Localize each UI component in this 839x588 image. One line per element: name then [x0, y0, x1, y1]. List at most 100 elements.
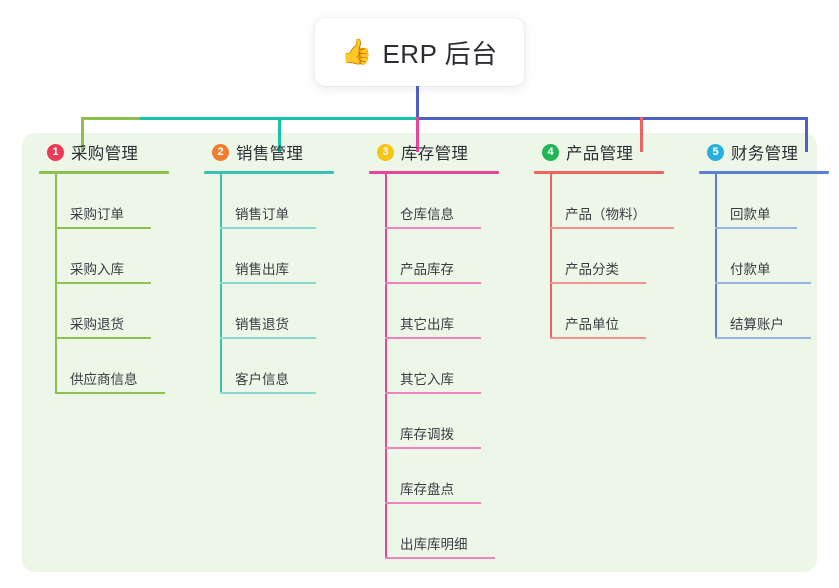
leaf-label: 采购入库 — [70, 262, 124, 277]
list-item[interactable]: 出库库明细 — [385, 504, 520, 559]
list-item[interactable]: 销售订单 — [220, 174, 345, 229]
root-node-title: ERP 后台 — [382, 38, 498, 69]
list-item[interactable]: 客户信息 — [220, 339, 345, 394]
column-rule-1 — [39, 171, 169, 174]
leaf-label: 出库库明细 — [400, 537, 468, 552]
list-item[interactable]: 供应商信息 — [55, 339, 180, 394]
list-item[interactable]: 销售退货 — [220, 284, 345, 339]
list-item[interactable]: 其它入库 — [385, 339, 520, 394]
leaf-label: 库存调拨 — [400, 427, 454, 442]
connector-drop-col-2 — [278, 117, 281, 152]
leaf-underline — [55, 282, 151, 284]
list-item[interactable]: 产品库存 — [385, 229, 520, 284]
column-badge-5: 5 — [707, 143, 724, 161]
thumbs-up-icon: 👍 — [341, 37, 373, 66]
column-badge-3: 3 — [377, 143, 394, 161]
leaf-underline — [385, 392, 481, 394]
leaf-spine — [385, 229, 387, 284]
list-item[interactable]: 库存调拨 — [385, 394, 520, 449]
leaf-underline — [385, 447, 481, 449]
leaf-label: 销售出库 — [235, 262, 289, 277]
column-title-2: 销售管理 — [236, 145, 304, 163]
column-header-purchasing[interactable]: 1 采购管理 — [30, 133, 180, 171]
connector-bus-segment-blue — [416, 117, 808, 120]
leaf-spine — [220, 284, 222, 339]
connector-drop-col-3 — [416, 117, 419, 152]
leaf-spine — [385, 174, 387, 229]
leaf-underline — [220, 337, 316, 339]
leaf-underline — [385, 227, 481, 229]
column-header-inventory[interactable]: 3 库存管理 — [360, 133, 520, 171]
leaf-spine — [550, 229, 552, 284]
leaf-label: 销售订单 — [235, 207, 289, 222]
leaf-spine — [385, 284, 387, 339]
column-header-finance[interactable]: 5 财务管理 — [690, 133, 839, 171]
leaf-spine — [715, 284, 717, 339]
list-item[interactable]: 库存盘点 — [385, 449, 520, 504]
leaf-underline — [385, 502, 481, 504]
leaf-label: 供应商信息 — [70, 372, 138, 387]
connector-root-stem — [416, 86, 419, 119]
list-item[interactable]: 采购订单 — [55, 174, 180, 229]
leaf-spine — [550, 174, 552, 229]
leaf-underline — [550, 282, 646, 284]
leaf-label: 采购退货 — [70, 317, 124, 332]
leaf-underline — [550, 227, 674, 229]
list-item[interactable]: 产品（物料） — [550, 174, 690, 229]
column-rule-3 — [369, 171, 499, 174]
connector-drop-col-1 — [81, 117, 84, 152]
list-item[interactable]: 其它出库 — [385, 284, 520, 339]
column-badge-4: 4 — [542, 143, 559, 161]
list-item[interactable]: 回款单 — [715, 174, 839, 229]
column-header-product[interactable]: 4 产品管理 — [525, 133, 690, 171]
leaf-label: 产品库存 — [400, 262, 454, 277]
leaf-label: 销售退货 — [235, 317, 289, 332]
connector-bus-segment-green — [81, 117, 142, 120]
leaf-spine — [220, 339, 222, 394]
leaf-label: 产品单位 — [565, 317, 619, 332]
columns-container: 1 采购管理 采购订单 采购入库 采购退货 — [22, 133, 829, 572]
leaf-list-product: 产品（物料） 产品分类 产品单位 — [550, 174, 690, 339]
list-item[interactable]: 仓库信息 — [385, 174, 520, 229]
leaf-label: 客户信息 — [235, 372, 289, 387]
leaf-spine — [385, 339, 387, 394]
leaf-spine — [385, 504, 387, 559]
column-title-5: 财务管理 — [731, 145, 799, 163]
leaf-spine — [715, 174, 717, 229]
leaf-label: 库存盘点 — [400, 482, 454, 497]
leaf-spine — [550, 284, 552, 339]
list-item[interactable]: 采购退货 — [55, 284, 180, 339]
leaf-label: 其它入库 — [400, 372, 454, 387]
leaf-list-inventory: 仓库信息 产品库存 其它出库 其它入库 — [385, 174, 520, 559]
leaf-spine — [715, 229, 717, 284]
list-item[interactable]: 结算账户 — [715, 284, 839, 339]
leaf-spine — [55, 229, 57, 284]
column-header-sales[interactable]: 2 销售管理 — [195, 133, 345, 171]
list-item[interactable]: 产品单位 — [550, 284, 690, 339]
column-product: 4 产品管理 产品（物料） 产品分类 产品单位 — [525, 133, 690, 339]
connector-drop-col-4 — [640, 117, 643, 152]
connector-drop-col-5 — [805, 117, 808, 152]
leaf-underline — [220, 282, 316, 284]
list-item[interactable]: 采购入库 — [55, 229, 180, 284]
list-item[interactable]: 产品分类 — [550, 229, 690, 284]
column-title-1: 采购管理 — [71, 145, 139, 163]
leaf-label: 产品（物料） — [565, 207, 646, 222]
leaf-underline — [55, 392, 165, 394]
leaf-spine — [55, 339, 57, 394]
leaf-label: 采购订单 — [70, 207, 124, 222]
column-title-4: 产品管理 — [566, 145, 634, 163]
leaf-list-purchasing: 采购订单 采购入库 采购退货 供应商信息 — [55, 174, 180, 394]
column-rule-2 — [204, 171, 334, 174]
column-rule-4 — [534, 171, 664, 174]
diagram-panel — [22, 133, 817, 572]
column-badge-1: 1 — [47, 143, 64, 161]
root-node-erp-backend[interactable]: 👍 ERP 后台 — [315, 18, 524, 86]
leaf-underline — [55, 337, 151, 339]
leaf-label: 仓库信息 — [400, 207, 454, 222]
leaf-underline — [220, 227, 316, 229]
list-item[interactable]: 销售出库 — [220, 229, 345, 284]
leaf-underline — [55, 227, 151, 229]
list-item[interactable]: 付款单 — [715, 229, 839, 284]
